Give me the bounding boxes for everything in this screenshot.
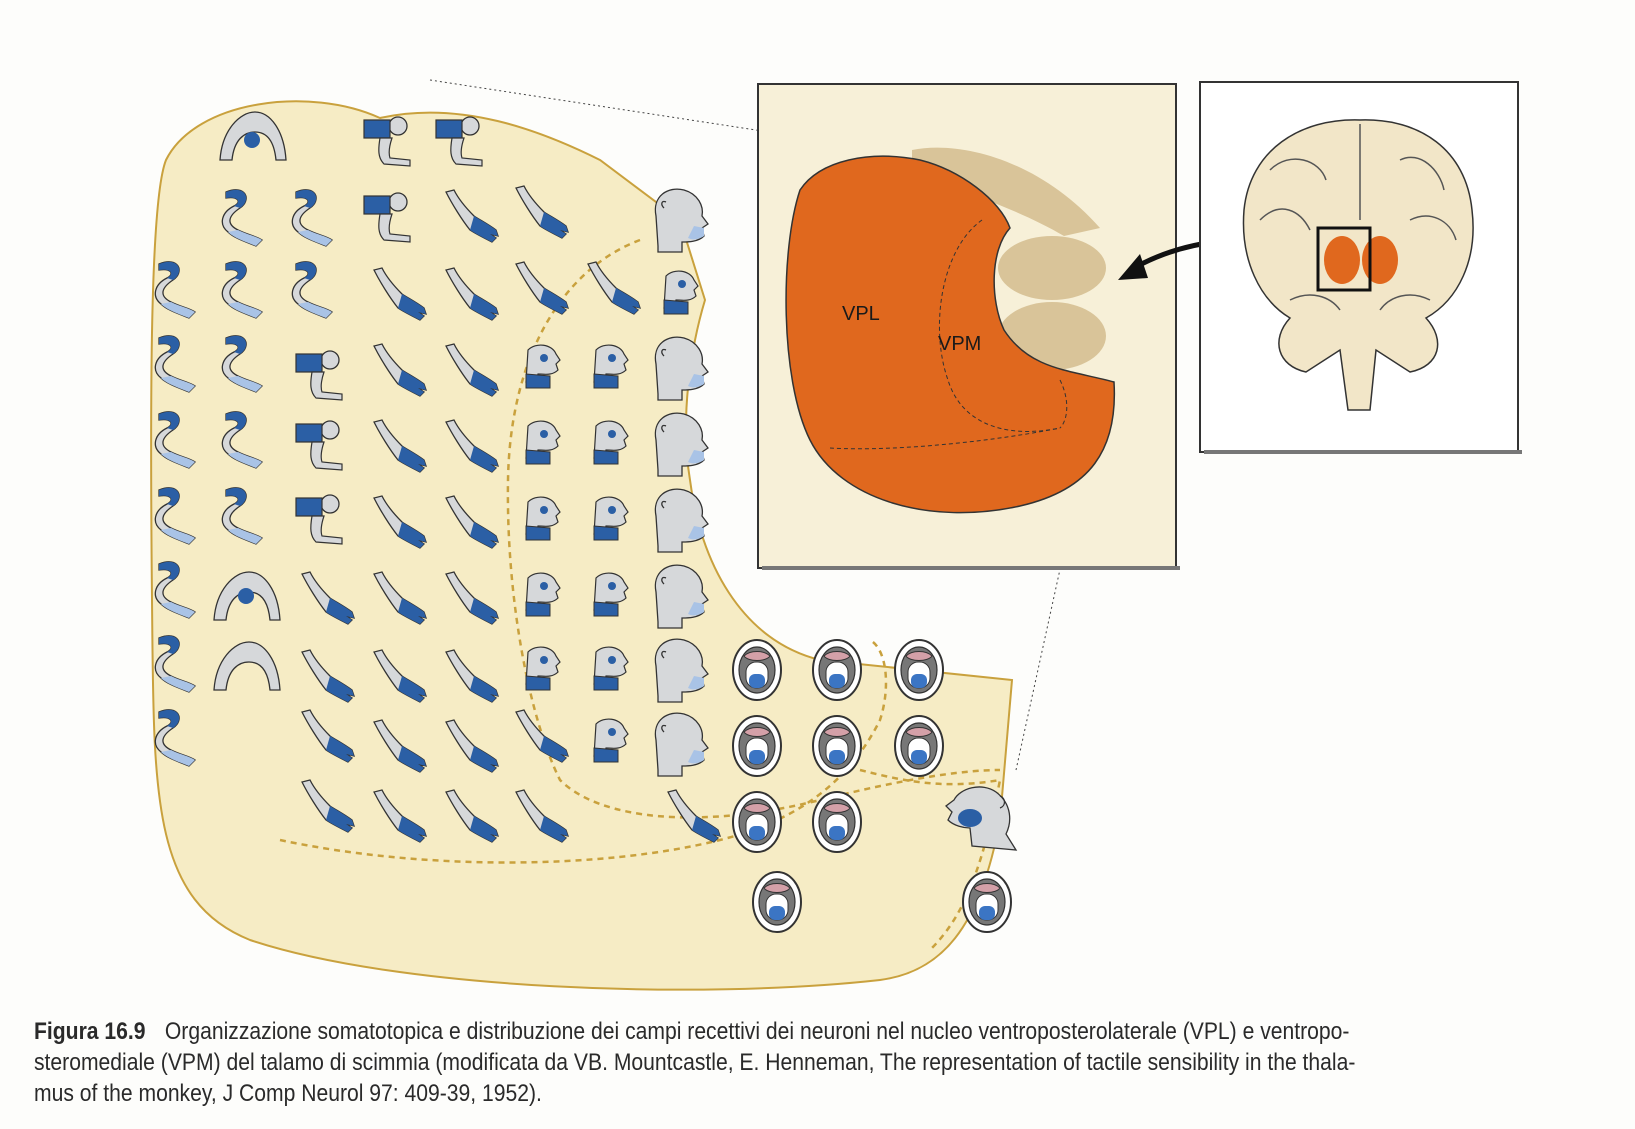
oral-boundary-dashed: [859, 768, 1002, 951]
arrow-head: [1118, 254, 1148, 280]
open-mouth-icon: [732, 715, 782, 777]
monkey-head-icon: [654, 412, 709, 477]
brain-coronal-section-icon: [1242, 119, 1474, 411]
nucleus-shape: [912, 147, 1100, 236]
open-mouth-icon: [732, 791, 782, 853]
nucleus-shape: [998, 236, 1106, 300]
vpl-label: VPL: [842, 303, 880, 325]
open-mouth-icon: [732, 639, 782, 701]
caption-text-1: Organizzazione somatotopica e distribuzi…: [164, 1018, 1350, 1045]
genital-icon: [219, 111, 287, 161]
caption-line-3: mus of the monkey, J Comp Neurol 97: 409…: [34, 1080, 542, 1107]
open-mouth-icon: [812, 715, 862, 777]
vpm-boundary: [829, 379, 1068, 450]
open-mouth-icon: [962, 871, 1012, 933]
caption-line-2: steromediale (VPM) del talamo di scimmia…: [34, 1049, 1356, 1076]
monkey-head-icon: [654, 188, 709, 253]
open-mouth-icon: [894, 639, 944, 701]
genital-icon: [213, 641, 281, 691]
vpm-label: VPM: [938, 333, 981, 355]
monkey-head-icon: [945, 786, 1018, 851]
projection-line: [1015, 395, 1099, 771]
figure-caption: Figura 16.9 Organizzazione somatotopica e…: [34, 1016, 1407, 1109]
thalamus-inset-panel: VPL VPM: [757, 83, 1180, 570]
open-mouth-icon: [812, 791, 862, 853]
open-mouth-icon: [812, 639, 862, 701]
column-trunk: [213, 111, 287, 691]
somatotopic-figure: VPL VPM: [150, 79, 1522, 991]
open-mouth-icon: [894, 715, 944, 777]
open-mouth-icon: [752, 871, 802, 933]
caption-label: Figura 16.9: [34, 1018, 146, 1045]
oral-cavity-group: [732, 639, 1018, 933]
vpl-nucleus: [785, 155, 1116, 514]
monkey-head-icon: [654, 336, 709, 401]
brain-panel: [1199, 81, 1522, 454]
caption-line-1: Figura 16.9 Organizzazione somatotopica e…: [34, 1016, 1407, 1047]
